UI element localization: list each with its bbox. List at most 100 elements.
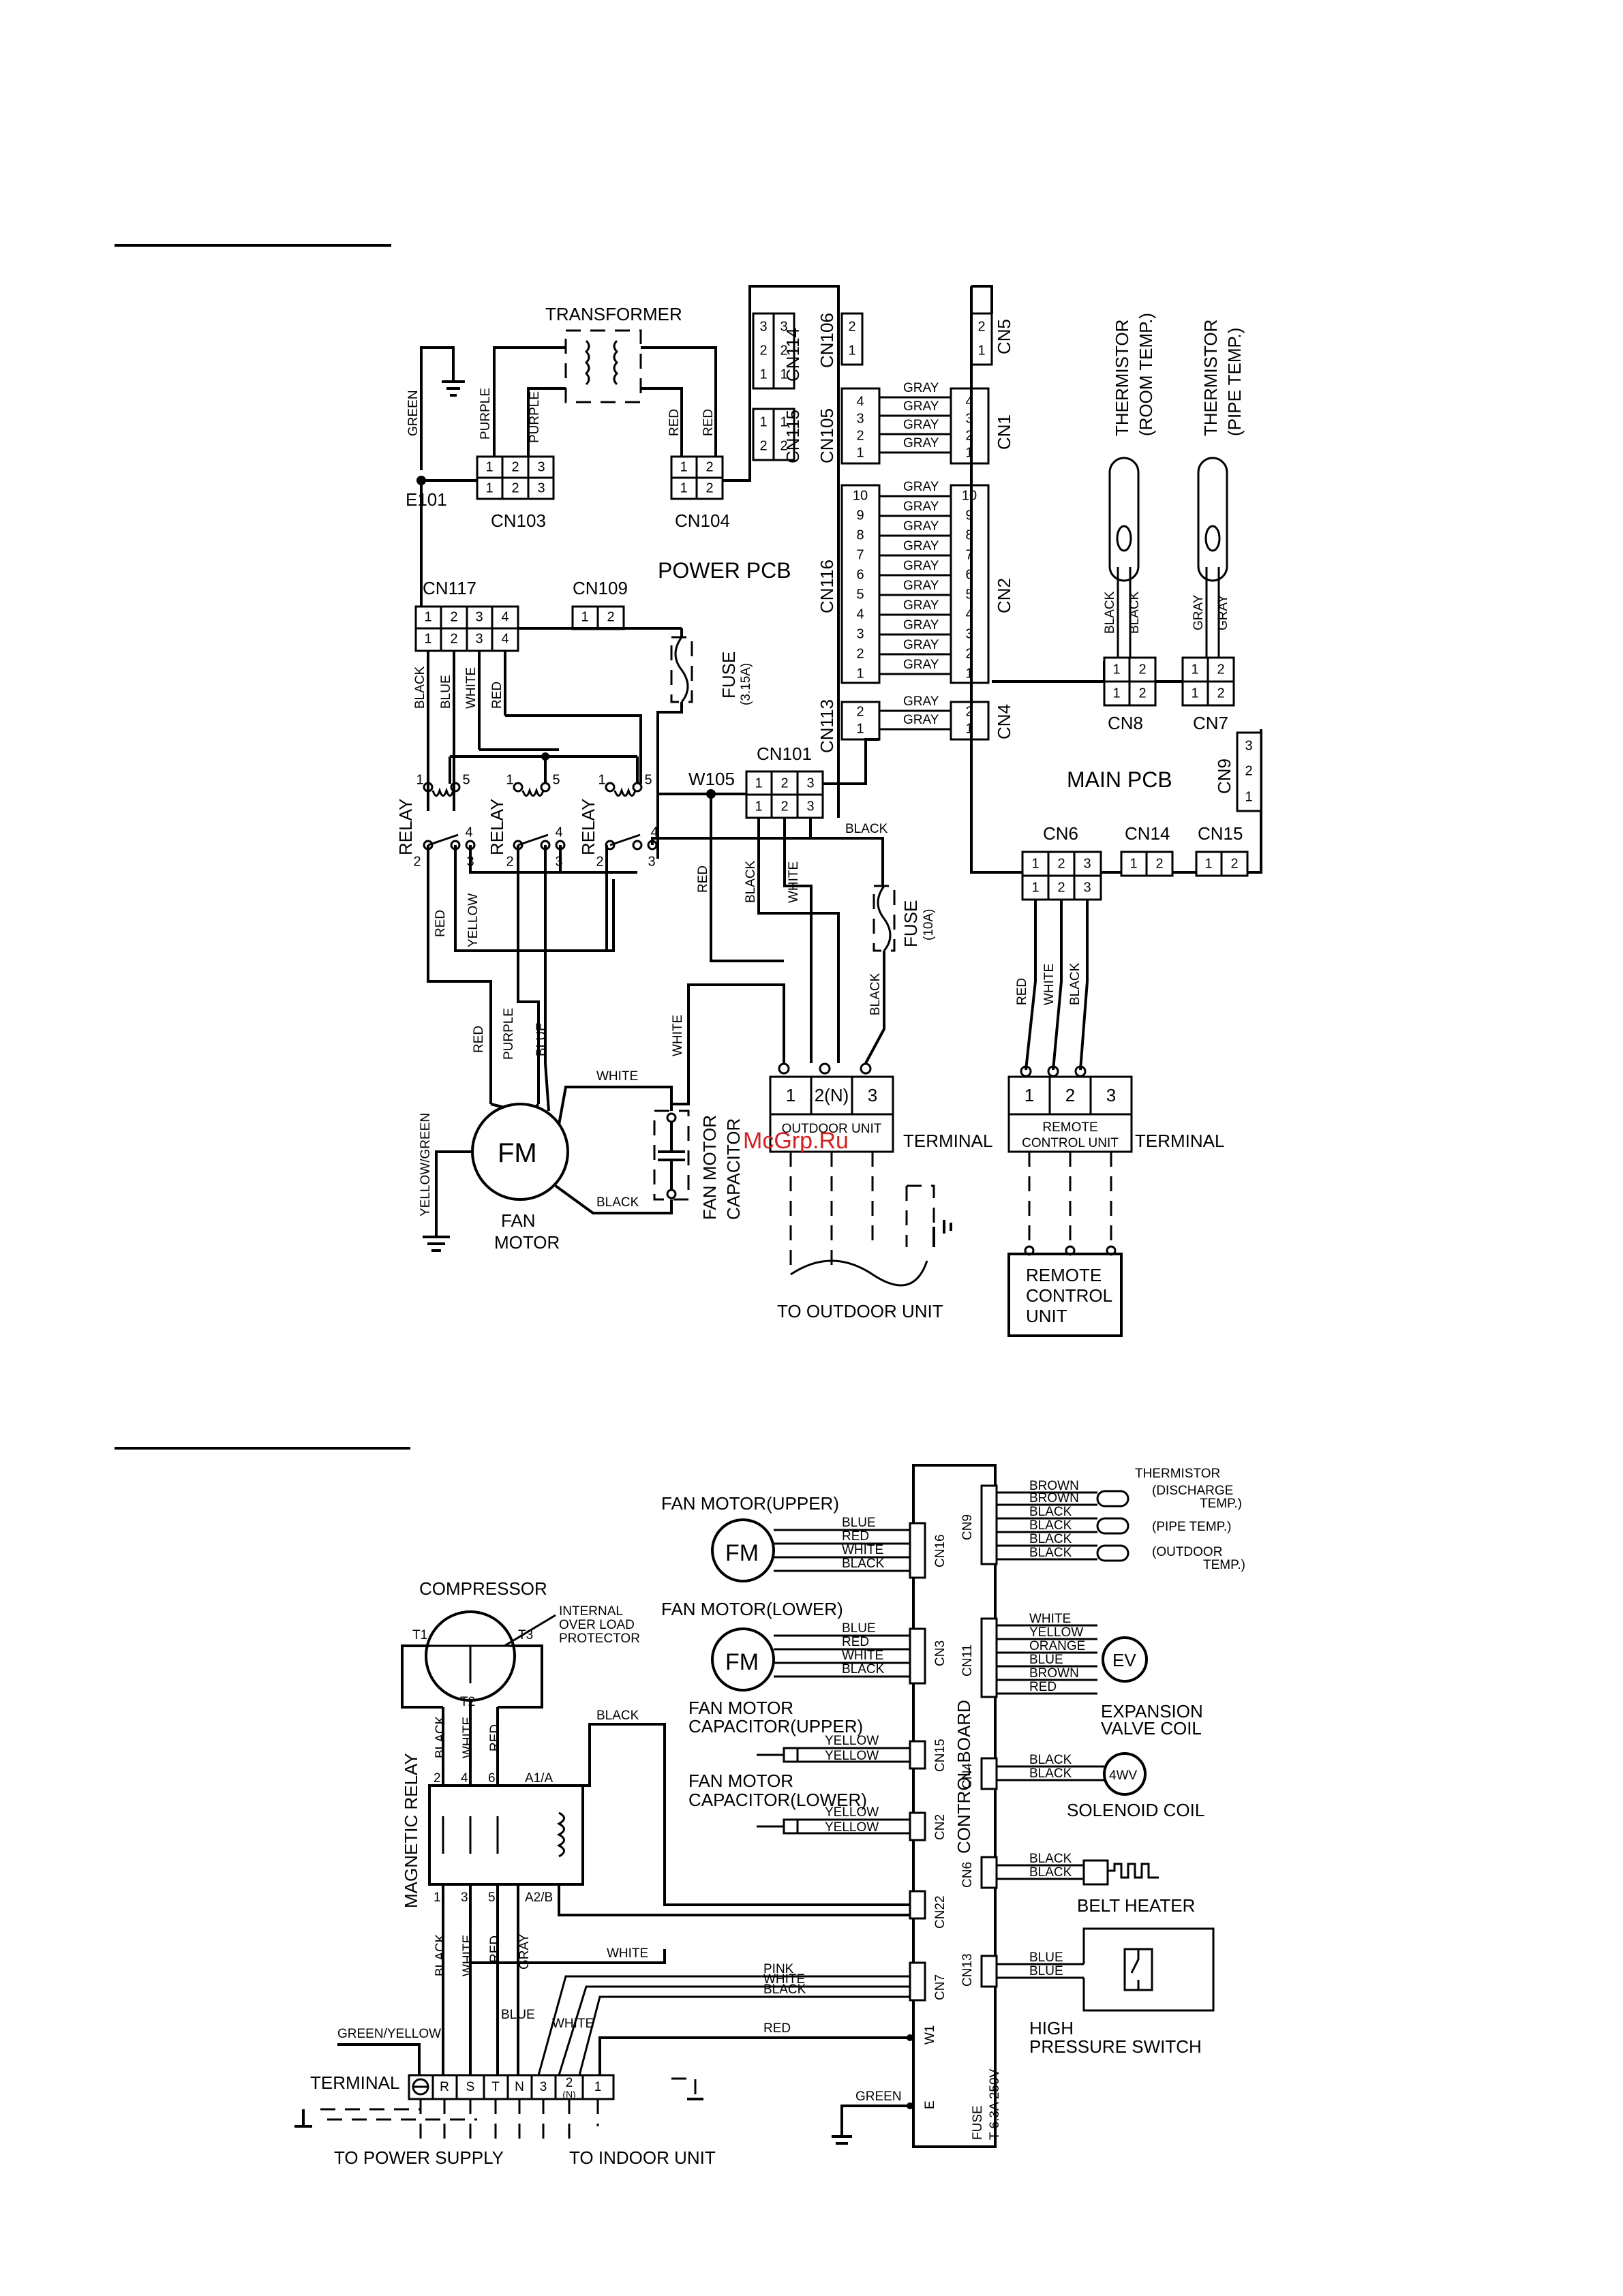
fan-capacitor-label-2: CAPACITOR [723,1118,744,1220]
terminal-block-outdoor: 1 2(N) 3 OUTDOOR UNIT [769,1075,894,1153]
svg-text:1: 1 [581,609,588,624]
svg-text:2: 2 [977,319,985,334]
terminal-remote-pin-1: 1 [1025,1085,1034,1105]
wire-hps-blue-2: BLUE [1029,1964,1063,1978]
svg-text:1: 1 [680,480,687,495]
discharge-temp-2: TEMP.) [1200,1497,1242,1511]
terminal-remote-text-1: REMOTE [1042,1120,1097,1135]
remote-control-unit-label-3: UNIT [1026,1306,1067,1326]
svg-text:1: 1 [1245,789,1252,804]
cn2-out-label: CN2 [933,1814,947,1840]
expansion-valve-label-1: EXPANSION [1101,1701,1203,1721]
fuse-10a-rating: (10A) [922,909,936,940]
wire-label-gray-cn2-3: GRAY [903,519,939,534]
connector-cn4: 21 [950,701,990,741]
svg-text:1: 1 [1191,686,1198,701]
solenoid-coil-label: SOLENOID COIL [1067,1800,1204,1820]
thermistor-room-label-2: (ROOM TEMP.) [1136,313,1156,436]
thermistor-pipe-label-2: (PIPE TEMP.) [1224,328,1245,436]
wire-fmu-black: BLACK [842,1557,885,1571]
cn117-label: CN117 [423,578,476,598]
wire-blue-term: BLUE [501,2008,535,2022]
svg-text:1: 1 [1112,662,1120,677]
magnetic-relay-label: MAGNETIC RELAY [401,1753,421,1908]
fuse-rating: T 6.3A 250V [988,2068,1002,2140]
svg-text:3: 3 [780,319,787,334]
room-thermistor-probe-icon [1108,457,1140,582]
cn15-label: CN15 [1198,823,1243,844]
fuse-3a-symbol-icon [674,637,689,703]
wire-capu-yellow-2: YELLOW [825,1749,879,1763]
wire-capu-yellow-1: YELLOW [825,1734,879,1748]
wire-label-white-remote: WHITE [1042,964,1057,1005]
wire-capl-yellow-1: YELLOW [825,1805,879,1820]
svg-text:1: 1 [856,445,864,460]
cap-upper-label-1: FAN MOTOR [688,1698,793,1718]
wire-black-cn7: BLACK [763,1983,806,1997]
fan-motor-upper-icon [711,1518,775,1582]
wire-ev-white: WHITE [1029,1612,1071,1626]
control-board-label: CONTROL BOARD [954,1700,974,1854]
wire-label-red-1: RED [667,409,682,436]
expansion-valve-label-2: VALVE COIL [1101,1718,1202,1739]
connector-cn113: 21 [840,701,881,741]
wire-label-white-cn117: WHITE [464,667,479,709]
svg-text:2: 2 [511,480,519,495]
svg-text:2: 2 [1217,662,1224,677]
cn15-out-label: CN15 [933,1739,947,1772]
fan-motor-lower-fm: FM [725,1649,759,1675]
wire-label-red-fm: RED [472,1026,486,1053]
wire-fml-blue: BLUE [842,1621,876,1636]
svg-text:2: 2 [1245,763,1252,778]
wire-label-black-fuse: BLACK [868,973,883,1015]
wire-label-red-cn117: RED [490,682,504,709]
svg-text:8: 8 [856,527,864,542]
wire-label-white-cn101: WHITE [787,861,801,903]
svg-text:2: 2 [1217,686,1224,701]
e101-label: E101 [406,489,447,510]
wire-th-brown-2: BROWN [1029,1491,1079,1505]
wire-4wv-black-2: BLACK [1029,1766,1072,1781]
svg-text:2: 2 [607,609,614,624]
wire-white-cn7: WHITE [763,1972,805,1987]
svg-text:2: 2 [856,646,864,661]
outdoor-terminal-strip: R S T N 3 2 (N) 1 [408,2074,615,2100]
svg-text:1: 1 [1031,880,1039,895]
svg-text:5: 5 [644,772,652,787]
cn6-label: CN6 [1043,823,1078,844]
cn22-label: CN22 [933,1895,947,1929]
svg-text:5: 5 [965,587,973,602]
cn116-label: CN116 [817,560,837,613]
wire-capl-yellow-2: YELLOW [825,1820,879,1835]
svg-text:5: 5 [552,772,560,787]
svg-text:5: 5 [462,772,470,787]
pipe-thermistor-probe-icon [1197,457,1228,582]
wire-red-w1: RED [763,2021,791,2036]
svg-text:1: 1 [965,666,973,681]
fourwv-text: 4WV [1109,1769,1138,1783]
cn5-label: CN5 [994,319,1014,354]
wire-label-purple-1: PURPLE [479,388,493,440]
svg-text:5: 5 [856,587,864,602]
svg-text:2: 2 [848,319,855,334]
svg-text:4: 4 [555,825,562,840]
wire-th-black-1: BLACK [1029,1505,1072,1519]
wire-label-purple-2: PURPLE [528,391,542,443]
wire-label-green: GREEN [406,390,421,436]
svg-text:1: 1 [780,414,787,429]
thermistor-room-label-1: THERMISTOR [1112,320,1132,436]
wire-label-black-th1: BLACK [1103,591,1117,634]
svg-text:2: 2 [506,854,513,869]
relay-pin-bottom-a2: A2/B [525,1891,553,1905]
svg-text:1: 1 [856,666,864,681]
wire-label-black-remote: BLACK [1068,962,1082,1005]
svg-text:1: 1 [977,343,985,358]
cn7-label: CN7 [1193,713,1228,733]
svg-text:2: 2 [1138,686,1146,701]
svg-text:1: 1 [485,459,493,474]
